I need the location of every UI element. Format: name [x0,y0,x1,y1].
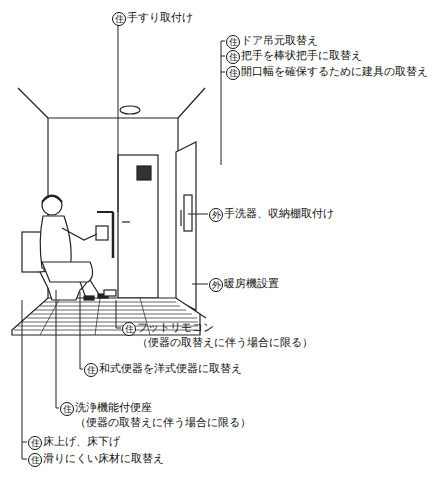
item-label: フットリモコン [137,321,214,334]
item-label: 開口幅を確保するために建具の取替え [241,65,428,78]
category-mark: 住 [112,12,126,26]
item-label: 和式便器を洋式便器に取替え [99,362,242,375]
item-label: ドア吊元取替え [241,34,318,47]
category-mark: 住 [28,436,42,450]
category-mark: 住 [226,35,240,49]
category-mark: 外 [209,278,223,292]
item-label: 洗浄機能付便座 [75,401,152,414]
category-mark: 住 [60,402,74,416]
category-mark: 外 [209,208,223,222]
category-mark: 住 [226,66,240,80]
category-mark: 住 [28,453,42,467]
item-label: 手洗器、収納棚取付け [224,207,334,220]
item-label: （便器の取替えに伴う場合に限る） [137,336,313,349]
item-label: 把手を棒状把手に取替え [241,49,362,62]
category-mark: 住 [84,363,98,377]
item-label: 手すり取付け [127,11,193,24]
category-mark: 住 [122,322,136,336]
item-label: 床上げ、床下げ [43,435,120,448]
item-label: 滑りにくい床材に取替え [43,452,164,465]
category-mark: 住 [226,50,240,64]
item-label: 暖房機設置 [224,277,279,290]
item-label: （便器の取替えに伴う場合に限る） [75,416,251,429]
